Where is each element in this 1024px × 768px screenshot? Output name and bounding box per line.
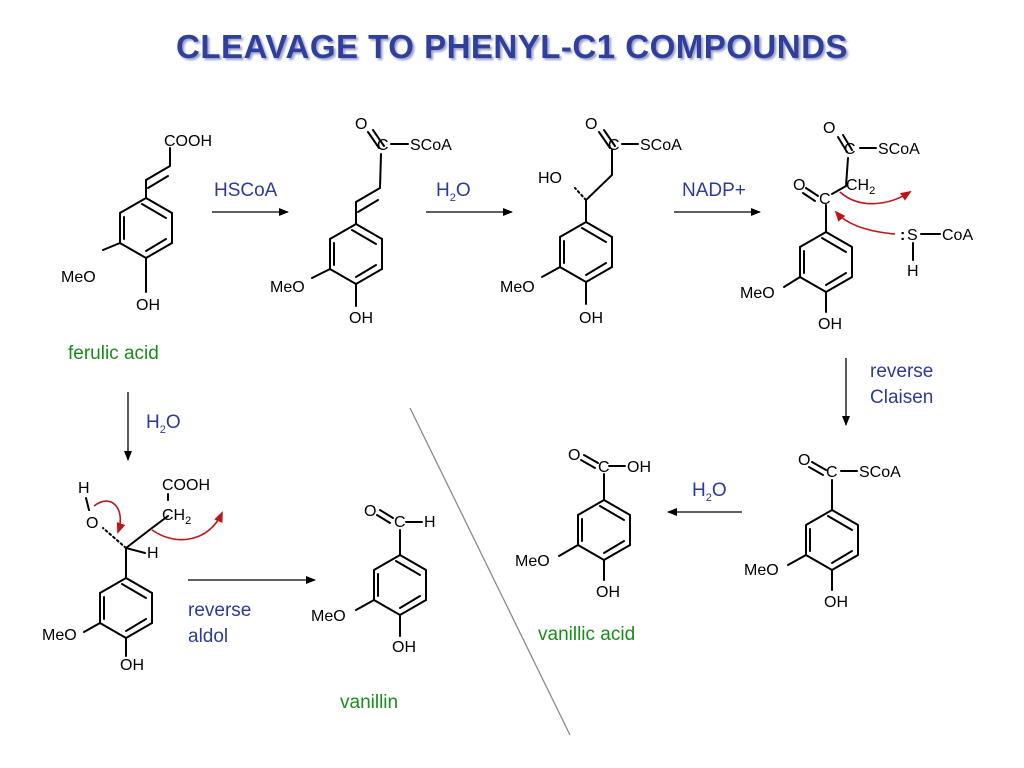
atom-label: O (798, 452, 810, 469)
reagent-reverse-aldol: aldol (188, 626, 228, 647)
atom-label: O (364, 503, 376, 520)
atom-label: OH (824, 594, 848, 611)
atom-label: C (608, 137, 620, 154)
hydrated-ferulic-acid-structure: H O COOH CH2 H MeO OH (42, 477, 210, 674)
atom-label: HO (538, 170, 562, 187)
atom-label: OH (120, 657, 144, 674)
atom-label: O (355, 116, 367, 133)
curly-arrow (151, 511, 223, 541)
atom-label: O (585, 116, 597, 133)
atom-label: C (826, 464, 838, 481)
divider-line (409, 407, 571, 736)
atom-label: C (394, 514, 406, 531)
reagent-h2o: H2O (436, 180, 471, 204)
atom-label: MeO (515, 553, 550, 570)
vanillin-structure: O C H MeO OH (311, 503, 436, 656)
atom-label: O (86, 515, 98, 532)
atom-label: C (819, 191, 831, 208)
reagent-nadp: NADP+ (682, 180, 746, 201)
atom-label: O (793, 177, 805, 194)
atom-label: OH (579, 310, 603, 327)
compound-name-ferulic-acid: ferulic acid (68, 343, 159, 364)
atom-label: COOH (162, 477, 210, 494)
atom-label: SCoA (410, 137, 452, 154)
reagent-reverse-aldol: reverse (188, 600, 251, 621)
atom-label: OH (818, 316, 842, 333)
atom-label: SCoA (859, 464, 901, 481)
keto-thioester-structure: O C O C SCoA CH2 MeO OH : S CoA H (740, 120, 973, 333)
reagent-h2o: H2O (692, 480, 727, 504)
atom-label: S (907, 227, 918, 244)
ferulic-acid-structure: COOH MeO OH (61, 133, 212, 314)
compound-name-vanillic-acid: vanillic acid (538, 624, 635, 645)
atom-label: C (844, 141, 856, 158)
atom-label: H (78, 480, 90, 497)
atom-label: OH (136, 297, 160, 314)
vanilloyl-coa-structure: O C SCoA MeO OH (744, 452, 901, 611)
reagent-h2o: H2O (146, 412, 181, 436)
atom-label: MeO (270, 279, 305, 296)
atom-label: OH (392, 639, 416, 656)
atom-label: OH (596, 584, 620, 601)
reagent-reverse-claisen: Claisen (870, 387, 933, 408)
atom-label: COOH (164, 133, 212, 150)
atom-label: MeO (500, 279, 535, 296)
atom-label: MeO (61, 269, 96, 286)
atom-label: OH (349, 310, 373, 327)
atom-label: MeO (740, 285, 775, 302)
compound-name-vanillin: vanillin (340, 692, 398, 713)
atom-label: SCoA (878, 141, 920, 158)
curly-arrow (93, 500, 126, 534)
atom-label: H (907, 263, 919, 280)
atom-label: O (823, 120, 835, 137)
reagent-hscoa: HSCoA (214, 180, 278, 201)
atom-label: : (900, 227, 905, 244)
atom-label: H (147, 545, 159, 562)
hydroxy-thioester-structure: O C SCoA HO MeO OH (500, 116, 682, 327)
atom-label: MeO (744, 562, 779, 579)
atom-label: MeO (311, 608, 346, 625)
atom-label: MeO (42, 627, 77, 644)
curly-arrow (834, 210, 896, 235)
atom-label: H (424, 514, 436, 531)
atom-label: OH (627, 459, 651, 476)
feruloyl-coa-structure: O C SCoA MeO OH (270, 116, 452, 327)
atom-label: CH2 (162, 507, 191, 527)
atom-label: CH2 (846, 177, 875, 197)
vanillic-acid-structure: O C OH MeO OH (515, 447, 651, 601)
slide-title: CLEAVAGE TO PHENYL-C1 COMPOUNDS (176, 28, 848, 65)
atom-label: CoA (942, 227, 973, 244)
atom-label: C (377, 137, 389, 154)
atom-label: O (568, 447, 580, 464)
reagent-reverse-claisen: reverse (870, 361, 933, 382)
atom-label: SCoA (640, 137, 682, 154)
atom-label: C (598, 459, 610, 476)
curly-arrow (839, 190, 912, 205)
